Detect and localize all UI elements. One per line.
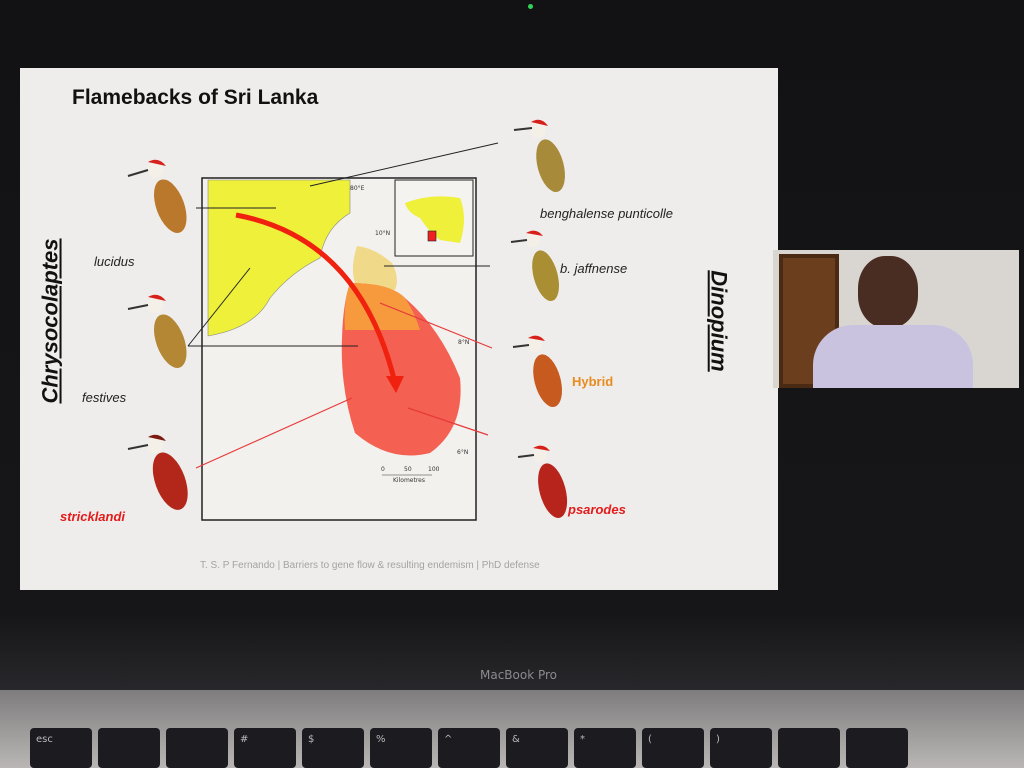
lat10-label: 10°N [375, 230, 390, 237]
slide-title: Flamebacks of Sri Lanka [72, 86, 319, 109]
hybrid-zone [344, 283, 420, 330]
presentation-slide: 80°E 10°N 8°N 6°N 0 50 100 Kilometres [20, 68, 778, 590]
lat8-label: 8°N [458, 339, 469, 346]
lat6-label: 6°N [457, 449, 468, 456]
genus-chrysocolaptes: Chrysocolaptes [37, 238, 63, 404]
participant-video-tile[interactable] [773, 250, 1019, 388]
slide-footer: T. S. P Fernando | Barriers to gene flow… [200, 560, 540, 571]
key[interactable] [778, 728, 840, 768]
species-lucidus: lucidus [94, 254, 135, 269]
participant-shirt [813, 325, 973, 388]
key[interactable]: & [506, 728, 568, 768]
keyboard: esc # $ % ^ & * ( ) [0, 728, 1024, 768]
key[interactable] [98, 728, 160, 768]
key[interactable]: % [370, 728, 432, 768]
laptop-brand: MacBook Pro [480, 668, 558, 682]
key[interactable]: ( [642, 728, 704, 768]
key[interactable] [166, 728, 228, 768]
lon-label: 80°E [350, 185, 365, 192]
key[interactable]: ^ [438, 728, 500, 768]
key[interactable]: * [574, 728, 636, 768]
scale-unit: Kilometres [393, 477, 425, 484]
key[interactable]: ) [710, 728, 772, 768]
participant-head [858, 256, 918, 328]
map-figure: 80°E 10°N 8°N 6°N 0 50 100 Kilometres [127, 119, 568, 521]
key[interactable]: esc [30, 728, 92, 768]
species-jaffnense: b. jaffnense [560, 261, 628, 276]
species-hybrid: Hybrid [572, 374, 614, 389]
laptop-chin [0, 610, 1024, 700]
camera-indicator-icon [528, 4, 533, 9]
key[interactable] [846, 728, 908, 768]
species-benghalense: benghalense punticolle [540, 206, 673, 221]
bird-illustrations [127, 119, 568, 518]
dispersal-arrow [235, 212, 398, 384]
species-festives: festives [82, 390, 127, 405]
key[interactable]: $ [302, 728, 364, 768]
jaffna-region [352, 246, 397, 290]
species-psarodes: psarodes [568, 502, 626, 517]
species-stricklandi: stricklandi [60, 509, 126, 524]
genus-dinopium: Dinopium [706, 270, 732, 372]
scale-0: 0 [381, 466, 385, 473]
scale-100: 100 [428, 466, 440, 473]
key[interactable]: # [234, 728, 296, 768]
scale-50: 50 [404, 466, 412, 473]
